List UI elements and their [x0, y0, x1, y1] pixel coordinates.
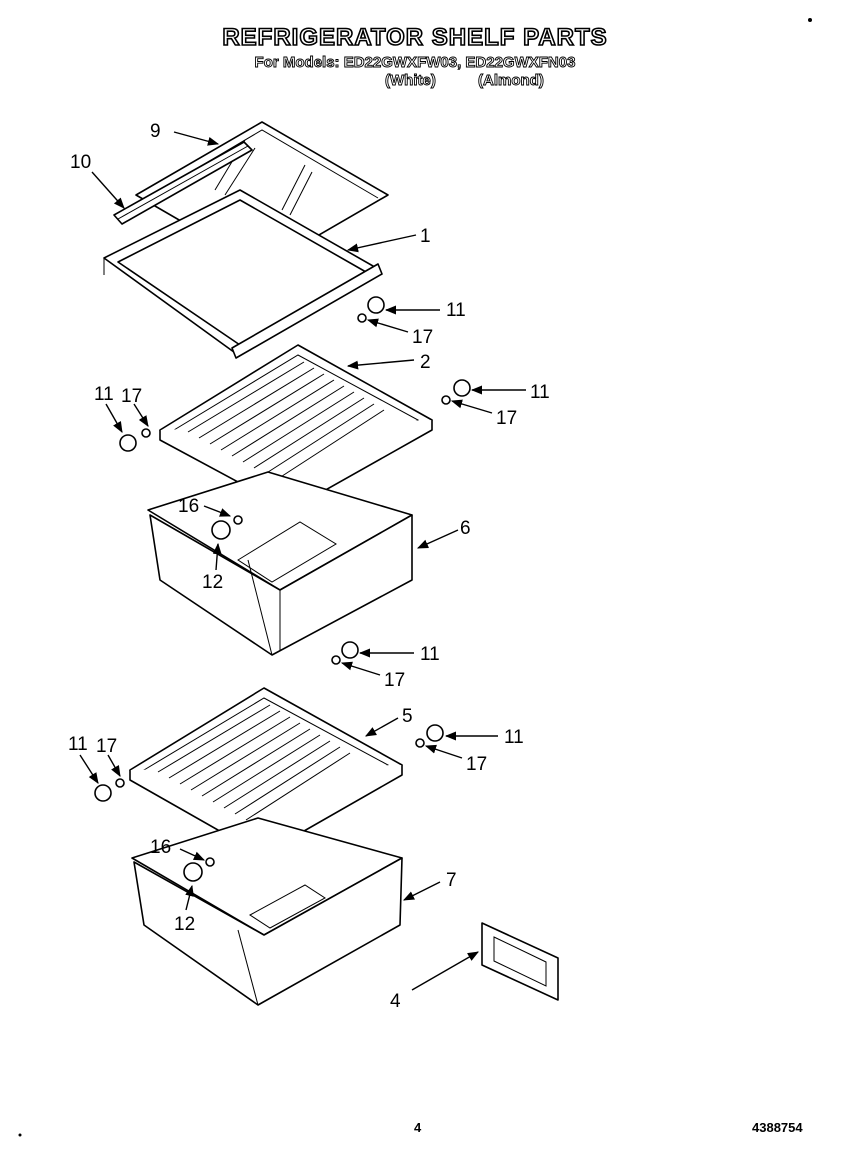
model-numbers: For Models: ED22GWXFW03, ED22GWXFN03 — [254, 54, 576, 72]
callout-11: 11 — [504, 727, 524, 748]
callout-12: 12 — [174, 914, 195, 935]
callout-4: 4 — [390, 991, 401, 1012]
callout-11: 11 — [94, 384, 114, 405]
leader-lines — [79, 131, 526, 991]
variant-almond-label: (Almond) — [478, 72, 545, 90]
callout-5: 5 — [402, 706, 413, 727]
callout-labels: 9 10 1 11 17 2 11 17 11 17 16 6 12 11 17… — [68, 121, 550, 1012]
shelf-trim-part-10 — [113, 141, 253, 225]
callout-10: 10 — [70, 152, 91, 173]
badge-part-4 — [481, 922, 559, 1001]
scan-speck — [18, 1133, 22, 1137]
callout-6: 6 — [460, 518, 471, 539]
callout-17: 17 — [121, 386, 142, 407]
callout-11: 11 — [68, 734, 88, 755]
callout-12: 12 — [202, 572, 223, 593]
roller-hardware — [94, 296, 471, 882]
scan-speck — [808, 18, 812, 22]
diagram-title: REFRIGERATOR SHELF PARTS — [222, 23, 608, 52]
shelf-frame-part-1 — [103, 189, 383, 359]
callout-2: 2 — [420, 352, 431, 373]
callout-17: 17 — [412, 327, 433, 348]
crisper-drawer-part-7 — [131, 817, 403, 1006]
callout-11: 11 — [530, 382, 550, 403]
crisper-cover-part-2 — [159, 344, 433, 511]
callout-9: 9 — [150, 121, 161, 142]
callout-11: 11 — [446, 300, 466, 321]
callout-17: 17 — [466, 754, 487, 775]
callout-11: 11 — [420, 644, 440, 665]
callout-16: 16 — [178, 496, 199, 517]
callout-17: 17 — [384, 670, 405, 691]
crisper-drawer-part-6 — [147, 471, 413, 656]
callout-7: 7 — [446, 870, 457, 891]
callout-17: 17 — [96, 736, 117, 757]
page-number: 4 — [414, 1120, 422, 1135]
crisper-cover-part-5 — [129, 687, 403, 856]
callout-17: 17 — [496, 408, 517, 429]
callout-16: 16 — [150, 837, 171, 858]
variant-white-label: (White) — [385, 72, 437, 90]
document-part-number: 4388754 — [752, 1120, 803, 1135]
callout-1: 1 — [420, 226, 431, 247]
